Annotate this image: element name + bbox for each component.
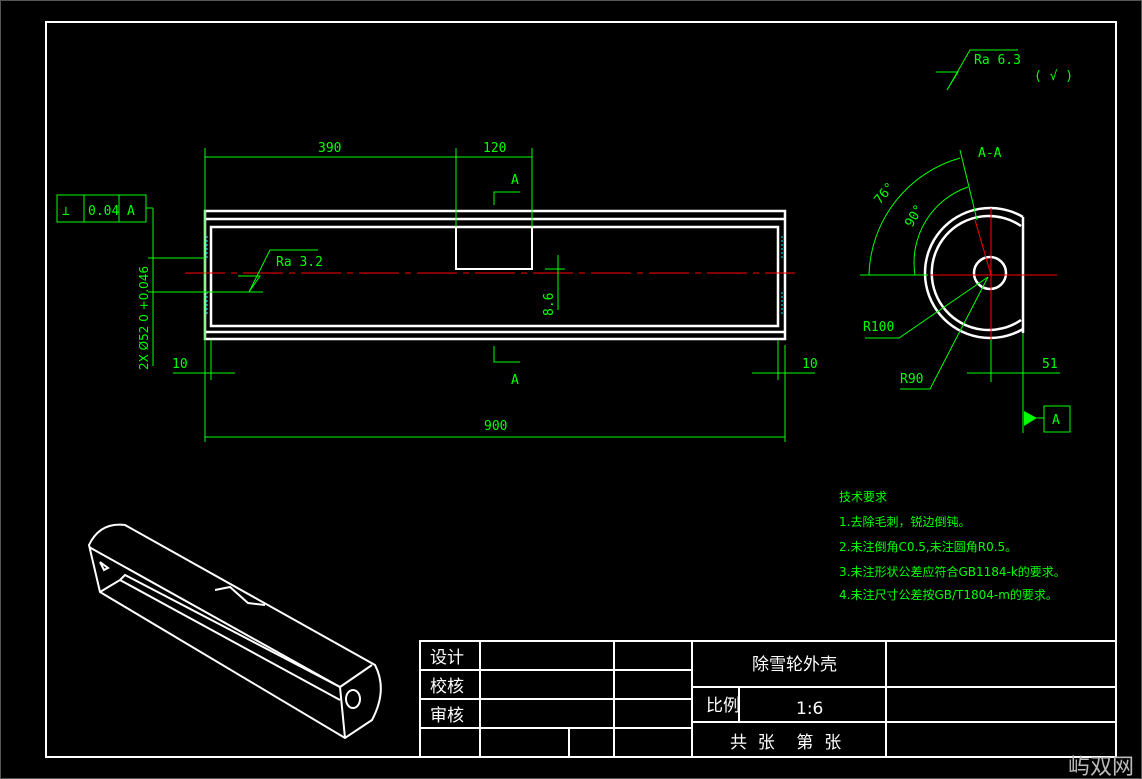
note-item: 2.未注倒角C0.5,未注圆角R0.5。	[839, 539, 1017, 554]
roughness-label: Ra 6.3	[974, 53, 1021, 68]
dim-51: 51	[1042, 357, 1058, 372]
surface-roughness-general: Ra 6.3 ( √ )	[936, 49, 1073, 91]
tolerance-datum: A	[127, 204, 135, 219]
note-item: 3.未注形状公差应符合GB1184-k的要求。	[839, 564, 1066, 579]
dim-120: 120	[483, 141, 506, 156]
radius-r90: R90	[900, 372, 923, 387]
hole-diameter-dim: 2X Ø52 0 +0.046	[137, 266, 151, 370]
isometric-view	[87, 523, 382, 740]
technical-requirements: 技术要求 1.去除毛刺，锐边倒钝。 2.未注倒角C0.5,未注圆角R0.5。 3…	[839, 490, 1066, 602]
perpendicularity-tolerance: ⊥ 0.04 A	[56, 194, 153, 223]
datum-a: A	[1052, 413, 1060, 428]
main-view	[185, 209, 795, 341]
watermark: 屿双网	[1068, 755, 1134, 779]
label-review: 审核	[430, 706, 464, 726]
slot	[455, 226, 533, 270]
section-mark-top: A	[511, 173, 519, 188]
note-item: 1.去除毛刺，锐边倒钝。	[839, 514, 970, 529]
scale-value: 1:6	[796, 699, 823, 719]
dim-900: 900	[484, 419, 507, 434]
label-check: 校核	[430, 677, 464, 697]
tolerance-value: 0.04	[88, 204, 119, 219]
radius-r100: R100	[863, 320, 894, 335]
drawing-frame	[45, 21, 1117, 758]
roughness-other: ( √ )	[1034, 69, 1073, 84]
title-block	[419, 640, 1117, 758]
roughness-ra-3-2: Ra 3.2	[276, 255, 323, 270]
section-mark-bottom: A	[511, 373, 519, 388]
label-design: 设计	[430, 648, 464, 668]
dim-10-right: 10	[802, 357, 818, 372]
dim-8-6: 8.6	[542, 293, 557, 316]
note-item: 4.未注尺寸公差按GB/T1804-m的要求。	[839, 587, 1058, 602]
part-name: 除雪轮外壳	[752, 655, 837, 675]
dim-390: 390	[318, 141, 341, 156]
scale-label: 比例	[706, 696, 740, 716]
dim-10-left: 10	[172, 357, 188, 372]
sheet-count: 共 张 第 张	[730, 733, 841, 753]
section-view: A-A 76° 90° R100 R90 51 A	[860, 146, 1071, 433]
main-dimensions: 390 120 900 10 10 8.6 A A Ra 3.2 2X Ø52 …	[56, 141, 818, 442]
section-title: A-A	[978, 146, 1002, 161]
perpendicular-icon: ⊥	[62, 204, 70, 219]
notes-title: 技术要求	[839, 490, 887, 504]
